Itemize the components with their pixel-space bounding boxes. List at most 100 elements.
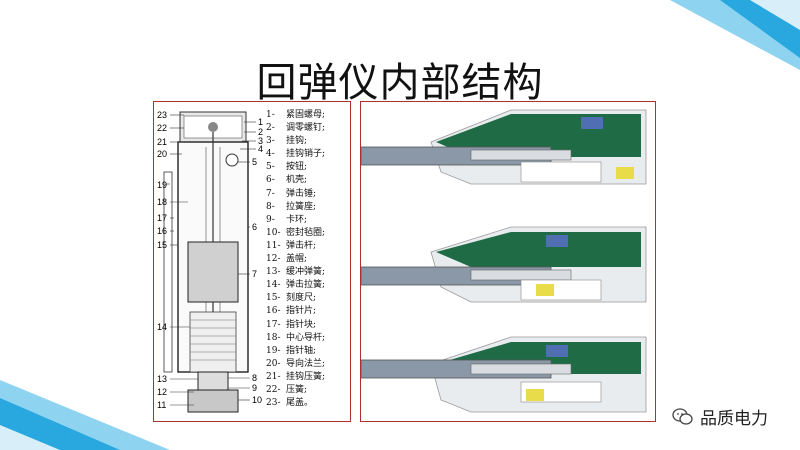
legend-part-name: 按钮;	[286, 162, 308, 173]
legend-part-name: 调零螺钉;	[286, 123, 326, 134]
legend-number: 3-	[266, 136, 275, 147]
legend-number: 5-	[266, 162, 275, 173]
legend-part-name: 挂钩;	[286, 136, 308, 147]
legend-row: 6-机壳;	[266, 174, 356, 187]
legend-part-name: 弹击杆;	[286, 240, 317, 251]
legend-row: 16- 指针片;	[266, 305, 356, 318]
diagram-label-12: 12	[157, 387, 168, 397]
legend-part-name: 密封毡圈;	[286, 227, 326, 238]
legend-row: 14- 弹击拉簧;	[266, 279, 356, 292]
diagram-label-14: 14	[157, 322, 168, 332]
legend-number: 9-	[266, 214, 275, 225]
diagram-label-8: 8	[252, 373, 258, 383]
legend-number: 4-	[266, 149, 275, 160]
diagram-label-9: 9	[252, 383, 258, 393]
diagram-label-13: 13	[157, 374, 168, 384]
legend-part-name: 弹击锤;	[286, 188, 317, 199]
legend-part-name: 缓冲弹簧;	[286, 267, 326, 278]
cutaway-illustrations	[361, 109, 647, 413]
legend-number: 10-	[266, 227, 281, 238]
legend-number: 17-	[266, 319, 281, 330]
legend-row: 8-拉簧座;	[266, 201, 356, 214]
legend-row: 13- 缓冲弹簧;	[266, 266, 356, 279]
legend-part-name: 弹击拉簧;	[286, 280, 326, 291]
legend-part-name: 刻度尺;	[286, 293, 317, 304]
legend-part-name: 机壳;	[286, 175, 308, 186]
legend-row: 18- 中心导杆;	[266, 332, 356, 345]
legend-part-name: 指针片;	[286, 306, 317, 317]
diagram-label-1: 1	[258, 117, 264, 127]
cutaway-view-2	[361, 226, 647, 303]
legend-number: 14-	[266, 280, 281, 291]
legend-number: 20-	[266, 358, 281, 369]
diagram-label-5: 5	[252, 157, 258, 167]
diagram-label-22: 22	[157, 123, 168, 133]
diagram-label-23: 23	[157, 110, 168, 120]
legend-number: 15-	[266, 293, 281, 304]
legend-row: 15- 刻度尺;	[266, 292, 356, 305]
legend-number: 16-	[266, 306, 281, 317]
legend-part-name: 拉簧座;	[286, 201, 317, 212]
legend-number: 19-	[266, 345, 281, 356]
legend-row: 23- 尾盖。	[266, 397, 356, 410]
wechat-icon	[672, 407, 693, 425]
legend-part-name: 导向法兰;	[286, 358, 326, 369]
legend-number: 21-	[266, 371, 281, 382]
legend-row: 7- 弹击锤;	[266, 188, 356, 201]
diagram-label-17: 17	[157, 213, 168, 223]
legend-part-name: 指针轴;	[286, 345, 317, 356]
diagram-label-21: 21	[157, 137, 168, 147]
legend-row: 4- 挂钩销子;	[266, 148, 356, 161]
legend-row: 1- 紧固螺母;	[266, 109, 356, 122]
slide-title: 回弹仪内部结构	[256, 60, 544, 106]
diagram-label-4: 4	[258, 144, 264, 154]
diagram-label-16: 16	[157, 226, 168, 236]
watermark-text: 品质电力	[700, 409, 768, 429]
corner-decoration-bottom-left	[0, 380, 170, 450]
legend-number: 23-	[266, 398, 281, 409]
legend-row: 19- 指针轴;	[266, 345, 356, 358]
legend-row: 5- 按钮;	[266, 161, 356, 174]
legend-number: 7-	[266, 188, 275, 199]
legend-number: 22-	[266, 384, 281, 395]
cutaway-views-panel	[360, 101, 656, 422]
diagram-label-6: 6	[252, 222, 258, 232]
corner-decoration-top-right	[670, 0, 800, 70]
legend-part-name: 挂钩销子;	[286, 149, 326, 160]
legend-row: 9-卡环;	[266, 214, 356, 227]
legend-number: 18-	[266, 332, 281, 343]
legend-row: 12- 盖帽;	[266, 253, 356, 266]
legend-row: 17- 指针块;	[266, 319, 356, 332]
diagram-label-10: 10	[252, 395, 263, 405]
diagram-label-11: 11	[157, 400, 167, 410]
diagram-label-7: 7	[252, 269, 258, 279]
diagram-label-18: 18	[157, 197, 168, 207]
cross-section-diagram-panel: 23 22 21 20 19 18 17 16 15 14 13 12 11 1…	[153, 101, 351, 422]
legend-row: 22- 压簧;	[266, 384, 356, 397]
legend-part-name: 挂钩压簧;	[286, 371, 326, 382]
legend-row: 20- 导向法兰;	[266, 358, 356, 371]
legend-row: 10- 密封毡圈;	[266, 227, 356, 240]
rebound-hammer-cross-section	[163, 111, 256, 413]
legend-part-name: 压簧;	[286, 384, 308, 395]
diagram-label-15: 15	[157, 240, 168, 250]
legend-number: 2-	[266, 123, 275, 134]
legend-part-name: 紧固螺母;	[286, 110, 326, 120]
diagram-label-2: 2	[258, 127, 264, 137]
legend-part-name: 中心导杆;	[286, 332, 326, 343]
legend-row: 21- 挂钩压簧;	[266, 371, 356, 384]
legend-row: 11- 弹击杆;	[266, 240, 356, 253]
legend-part-name: 盖帽;	[286, 254, 308, 265]
legend-number: 12-	[266, 254, 281, 265]
wechat-watermark: 品质电力	[672, 404, 768, 429]
legend-row: 3- 挂钩;	[266, 135, 356, 148]
diagram-label-3: 3	[258, 136, 264, 146]
legend-part-name: 尾盖。	[286, 398, 314, 409]
legend-number: 1-	[266, 110, 275, 120]
cutaway-view-1	[361, 109, 647, 185]
cutaway-view-3	[361, 336, 647, 413]
legend-part-name: 指针块;	[286, 319, 317, 330]
diagram-label-20: 20	[157, 149, 168, 159]
legend-number: 11-	[266, 240, 281, 251]
legend-number: 13-	[266, 267, 281, 278]
